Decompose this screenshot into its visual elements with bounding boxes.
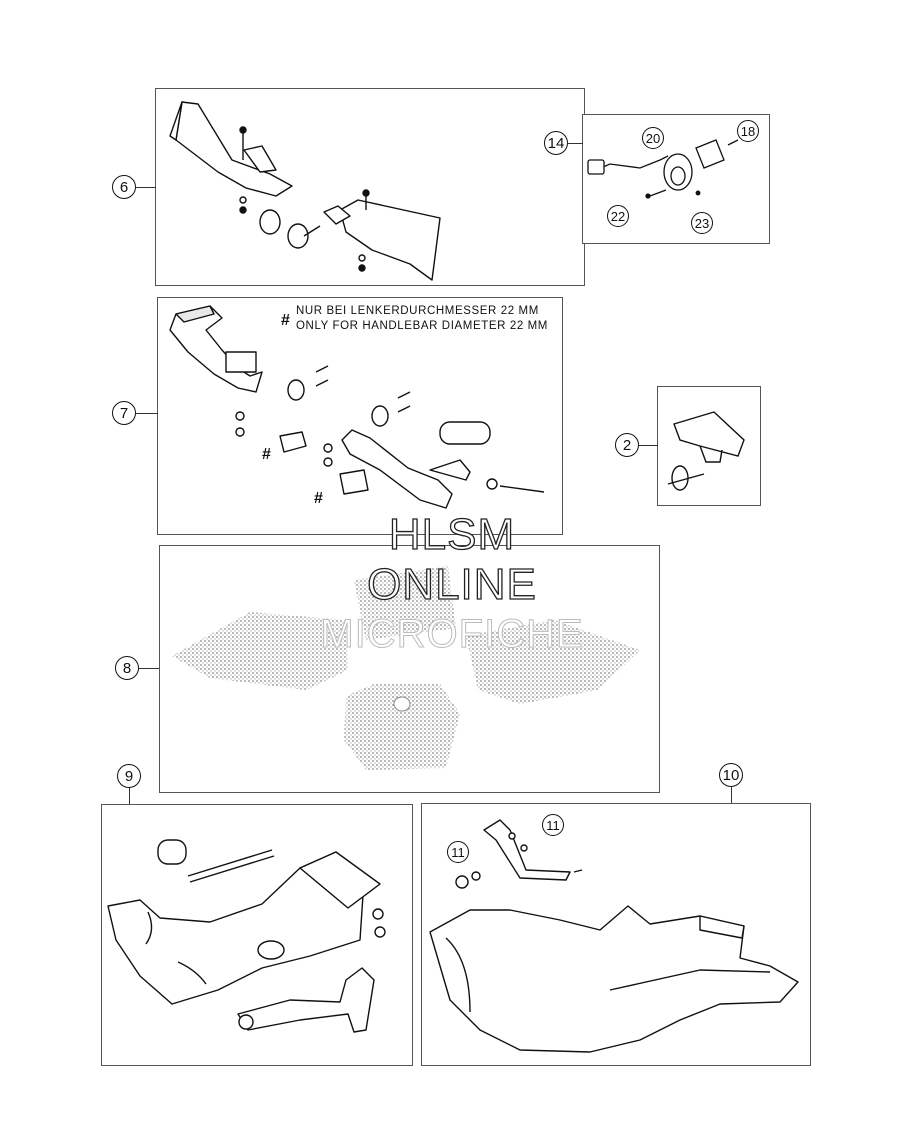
switch-drawing [587, 139, 739, 199]
note-line-german: NUR BEI LENKERDURCHMESSER 22 MM [296, 305, 539, 317]
callout-11-right: 11 [542, 814, 564, 836]
handguard-bracket-drawing [169, 305, 545, 509]
handguard-left-drawing [169, 101, 309, 249]
handguard-right-drawing [303, 189, 441, 281]
watermark-line-3: MICROFICHE [320, 612, 584, 657]
callout-7: 7 [112, 401, 136, 425]
callout-18: 18 [737, 120, 759, 142]
skidplate-small-drawing [107, 839, 386, 1033]
cover-drawing [667, 411, 745, 491]
watermark-line-2: ONLINE [366, 559, 537, 609]
callout-2: 2 [615, 433, 639, 457]
leader-7 [136, 413, 158, 414]
decal-hole [393, 696, 411, 712]
panel-handguard-brackets [157, 297, 563, 535]
callout-22: 22 [607, 205, 629, 227]
callout-10: 10 [719, 763, 743, 787]
note-symbol: # [281, 312, 290, 329]
callout-8: 8 [115, 656, 139, 680]
leader-10 [731, 787, 732, 803]
leader-6 [136, 187, 156, 188]
leader-8 [139, 668, 159, 669]
leader-2 [639, 445, 658, 446]
hash-mark-spacer: # [314, 490, 323, 507]
decal-drawing [172, 566, 640, 770]
note-line-english: ONLY FOR HANDLEBAR DIAMETER 22 MM [296, 320, 548, 332]
panel-handguards [155, 88, 585, 286]
skidplate-large-drawing [429, 819, 799, 1053]
callout-11-left: 11 [447, 841, 469, 863]
hash-mark-clamp: # [262, 446, 271, 463]
callout-14: 14 [544, 131, 568, 155]
watermark-line-1: HLSM [388, 509, 516, 559]
callout-20: 20 [642, 127, 664, 149]
callout-23: 23 [691, 212, 713, 234]
callout-6: 6 [112, 175, 136, 199]
callout-9: 9 [117, 764, 141, 788]
leader-9 [129, 788, 130, 804]
leader-14 [568, 143, 583, 144]
